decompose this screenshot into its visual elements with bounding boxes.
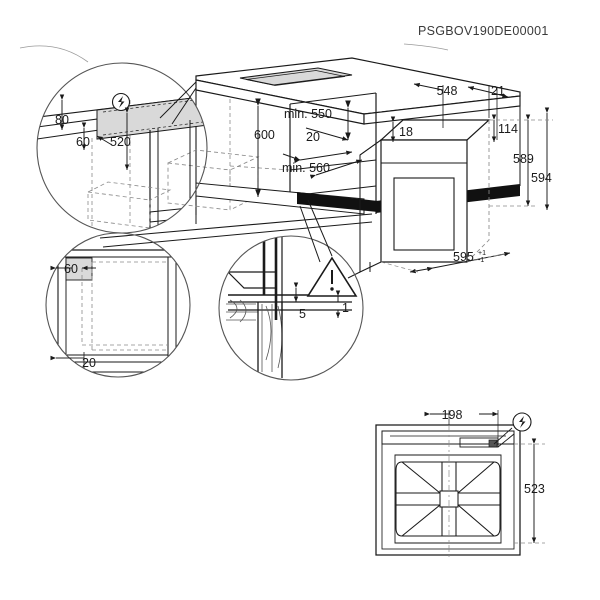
detail-circle-a: 80 60 520	[36, 62, 208, 234]
dim-548: 548	[437, 84, 458, 98]
guide-arcs	[19, 43, 449, 63]
dim-198: 198	[442, 408, 463, 422]
warning-triangle-icon	[306, 256, 358, 297]
dim-18: 18	[399, 125, 413, 139]
dim-589: 589	[513, 152, 534, 166]
dim-80: 80	[55, 113, 69, 127]
rear-view	[375, 424, 521, 560]
electrical-bolt-icon-a	[111, 92, 131, 112]
oven-isometric	[347, 119, 491, 279]
oven-dimensions	[380, 82, 553, 274]
electrical-bolt-icon-b	[512, 412, 532, 432]
leader-c	[299, 199, 333, 263]
dim-600: 600	[254, 128, 275, 142]
cabinet-isometric	[99, 57, 521, 248]
rear-view-dimensions	[424, 410, 545, 544]
dim-min-560: min. 560	[282, 161, 330, 175]
detail-circle-b: 60 20	[45, 232, 191, 378]
detail-circle-c: 5 1	[218, 235, 364, 381]
drawing-code: PSGBOV190DE00001	[418, 24, 549, 38]
dim-520: 520	[110, 135, 131, 149]
dim-5: 5	[299, 307, 306, 321]
dim-594: 594	[531, 171, 552, 185]
dim-1: 1	[342, 301, 349, 315]
dim-523: 523	[524, 482, 545, 496]
dim-min-550: min. 550	[284, 107, 332, 121]
dim-595-tol-low: -1	[478, 257, 484, 264]
dim-20-niche: 20	[306, 130, 320, 144]
leader-a	[159, 81, 197, 125]
dim-114: 114	[498, 122, 518, 136]
dim-21: 21	[491, 84, 505, 98]
dim-595-tol-high: +1	[478, 250, 486, 257]
dim-595: 595	[453, 250, 474, 264]
cabinet-dimensions	[255, 98, 363, 197]
dim-60-b: 60	[64, 262, 78, 276]
dim-60-a: 60	[76, 135, 90, 149]
dim-20-b: 20	[82, 356, 96, 370]
dim-595-group: 595 +1 -1	[453, 250, 486, 264]
